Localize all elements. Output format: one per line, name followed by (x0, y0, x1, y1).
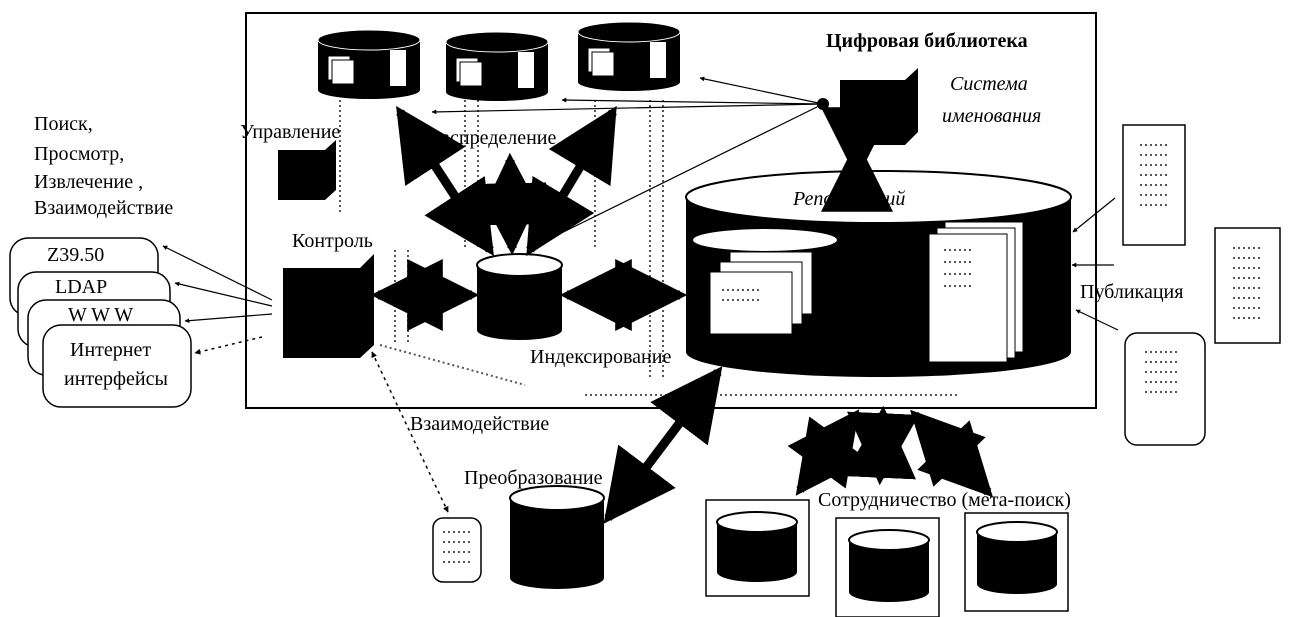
interaction-label: Взаимодействие (410, 413, 549, 435)
interface-z3950: Z39.50 (47, 244, 104, 266)
naming-system-label-line2: именования (942, 105, 1041, 127)
interface-www: W W W (68, 304, 133, 326)
cooperation-label: Сотрудничество (мета-поиск) (818, 489, 1071, 511)
dashed-arrows (194, 336, 449, 513)
card-stack-icon (709, 251, 813, 335)
card-internet-interfaces (42, 324, 192, 408)
transformation-items (432, 485, 605, 589)
document-icon (1214, 227, 1281, 344)
repository-label: Репозиторий (792, 188, 905, 210)
cooperation-databases (705, 499, 1069, 617)
indexing-label: Индексирование (530, 346, 671, 368)
database-cylinder-icon (577, 21, 681, 91)
document-icon (1122, 124, 1186, 246)
interface-ldap: LDAP (55, 276, 107, 298)
distribution-label: Распределение (430, 127, 557, 149)
server-cube-icon (278, 140, 336, 200)
database-cylinder-icon (317, 29, 421, 99)
publication-label: Публикация (1080, 281, 1183, 303)
user-functions-line-2: Просмотр, (34, 143, 124, 165)
management-label: Управление (240, 121, 340, 143)
document-icon (432, 517, 482, 583)
control-label: Контроль (292, 230, 373, 252)
internet-interfaces-line2: интерфейсы (64, 368, 168, 390)
transformation-label: Преобразование (464, 467, 603, 489)
database-cylinder-icon (716, 511, 798, 582)
user-functions-line-3: Извлечение , (34, 171, 143, 193)
publication-documents (1122, 124, 1281, 446)
naming-system-label-line1: Система (950, 73, 1028, 95)
database-cylinder-icon (976, 521, 1058, 594)
database-cylinder-icon (476, 253, 563, 340)
database-cylinder-icon (848, 529, 930, 602)
card-stack-icon (928, 221, 1024, 363)
thick-arrows (370, 105, 993, 524)
thin-arrows (162, 76, 1119, 331)
user-functions-line-4: Взаимодействие (34, 197, 173, 219)
top-databases (317, 21, 681, 101)
repository-cylinder (685, 170, 1072, 377)
database-cylinder-icon (509, 485, 605, 589)
user-functions-line-1: Поиск, (34, 113, 93, 135)
document-icon (1124, 332, 1206, 446)
database-cylinder-icon (445, 31, 549, 101)
internet-interfaces-line1: Интернет (70, 339, 151, 361)
diagram-title: Цифровая библиотека (826, 30, 1028, 52)
server-cube-icon (283, 254, 374, 358)
interface-cards (9, 237, 192, 408)
server-cube-icon (840, 68, 918, 145)
